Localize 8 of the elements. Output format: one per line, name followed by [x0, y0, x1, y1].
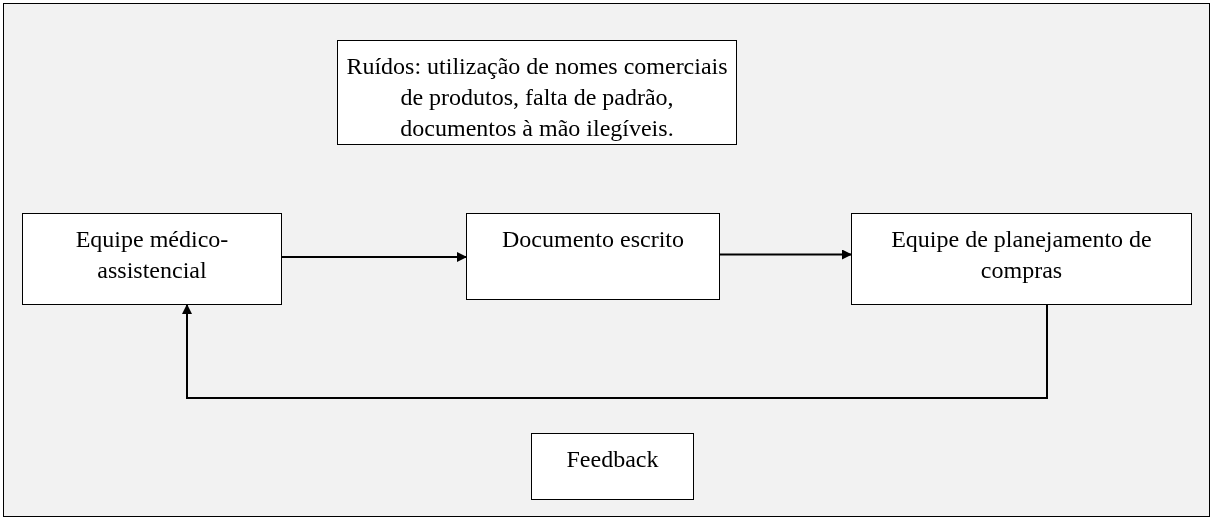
process-box: Equipe de planejamento de compras: [851, 213, 1192, 305]
arrow: [182, 304, 1048, 399]
process-box: Feedback: [531, 433, 694, 500]
arrow: [719, 249, 852, 260]
process-box: Documento escrito: [466, 213, 720, 300]
process-box: Equipe médico-assistencial: [22, 213, 282, 305]
process-box: Ruídos: utilização de nomes comerciais de produtos, falta de padrão, documentos à mão ilegíveis.: [337, 40, 737, 145]
arrow: [281, 252, 467, 262]
